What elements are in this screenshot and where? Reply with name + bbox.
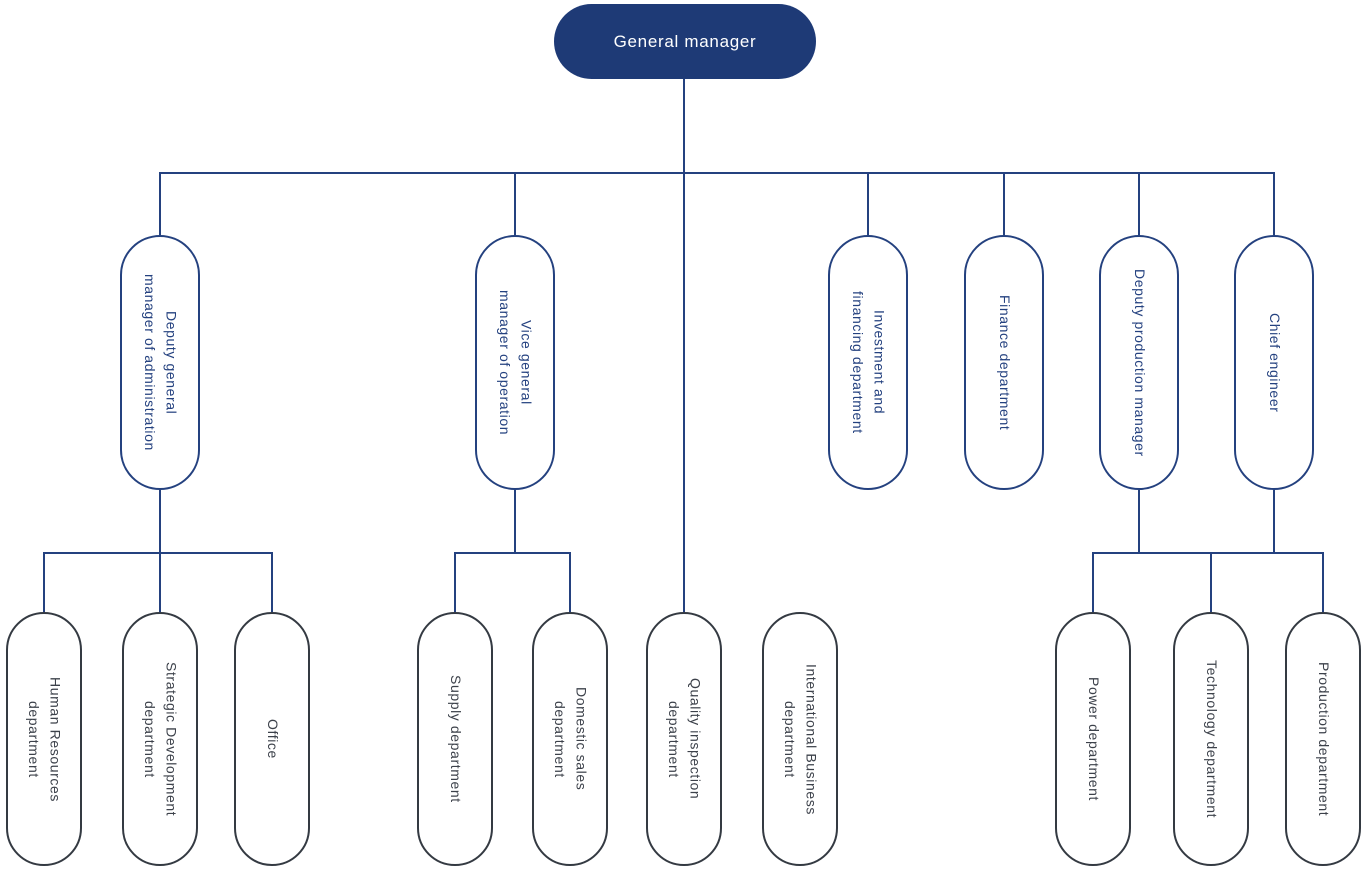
node-label: Investment and financing department [850,291,888,434]
node-vice-general-manager-of-operation[interactable]: Vice general manager of operation [475,235,555,490]
node-production-department[interactable]: Production department [1285,612,1361,866]
connector-drop-domestic-sales [569,552,571,612]
connector-operation-group-bus [454,552,571,554]
connector-drop-power [1092,552,1094,612]
node-label: Deputy general manager of administration [142,274,180,451]
node-finance-department[interactable]: Finance department [964,235,1044,490]
node-label: Vice general manager of operation [497,289,535,436]
node-label: International Business department [782,663,820,815]
connector-drop-human-resources [43,552,45,612]
node-quality-inspection-department[interactable]: Quality inspection department [646,612,722,866]
connector-drop-deputy-admin [159,172,161,235]
node-human-resources-department[interactable]: Human Resources department [6,612,82,866]
node-label: Power department [1085,677,1102,801]
connector-deputy-production-down [1138,490,1140,554]
node-supply-department[interactable]: Supply department [417,612,493,866]
node-label: Production department [1315,661,1332,817]
connector-drop-deputy-production [1138,172,1140,235]
node-investment-and-financing-department[interactable]: Investment and financing department [828,235,908,490]
node-office[interactable]: Office [234,612,310,866]
connector-deputy-admin-down [159,490,161,554]
node-deputy-production-manager[interactable]: Deputy production manager [1099,235,1179,490]
connector-vice-operation-down [514,490,516,554]
connector-drop-strategic [159,552,161,612]
node-label: Technology department [1203,659,1220,819]
node-label: Strategic Development department [142,661,180,817]
connector-chief-engineer-down [1273,490,1275,554]
node-label: Finance department [996,294,1013,431]
connector-drop-finance [1003,172,1005,235]
node-international-business-department[interactable]: International Business department [762,612,838,866]
connector-admin-group-bus [43,552,273,554]
connector-drop-technology [1210,552,1212,612]
node-label: Office [264,719,281,759]
connector-drop-supply [454,552,456,612]
node-deputy-general-manager-of-administration[interactable]: Deputy general manager of administration [120,235,200,490]
connector-production-group-bus [1092,552,1324,554]
connector-drop-office [271,552,273,612]
connector-drop-vice-operation [514,172,516,235]
connector-root-to-quality-inspection [683,79,685,612]
node-label: General manager [613,31,757,51]
connector-drop-investment [867,172,869,235]
connector-drop-production [1322,552,1324,612]
node-label: Supply department [447,675,464,803]
node-general-manager[interactable]: General manager [554,4,816,79]
node-technology-department[interactable]: Technology department [1173,612,1249,866]
node-label: Domestic sales department [552,687,590,791]
node-power-department[interactable]: Power department [1055,612,1131,866]
connector-drop-chief-engineer [1273,172,1275,235]
node-strategic-development-department[interactable]: Strategic Development department [122,612,198,866]
node-label: Chief engineer [1266,312,1283,413]
node-label: Human Resources department [26,676,64,802]
node-label: Deputy production manager [1131,268,1148,457]
connector-level1-bus [159,172,1275,174]
node-domestic-sales-department[interactable]: Domestic sales department [532,612,608,866]
node-chief-engineer[interactable]: Chief engineer [1234,235,1314,490]
node-label: Quality inspection department [666,678,704,800]
